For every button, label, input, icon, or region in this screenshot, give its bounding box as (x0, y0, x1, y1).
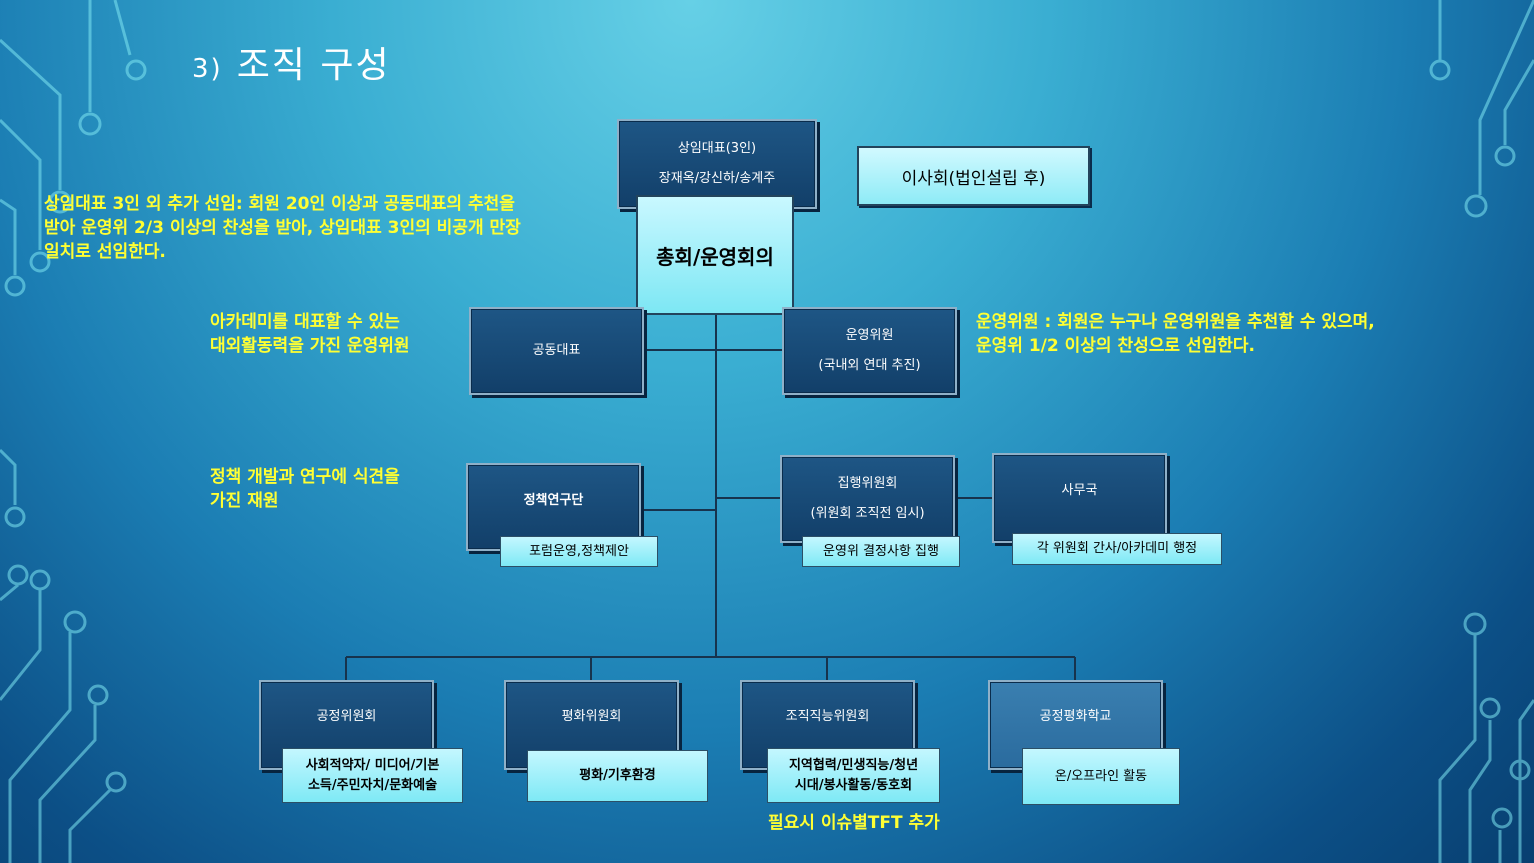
org-title: 조직직능위원회 (785, 709, 870, 724)
standing-rep-names: 장재옥/강신하/송계주 (658, 171, 776, 186)
co-rep-election-note: 상임대표 3인 외 추가 선임: 회원 20인 이상과 공동대표의 추천을 받아… (44, 194, 521, 262)
secretariat-node: 사무국 (992, 453, 1167, 543)
justice-title: 공정위원회 (316, 709, 377, 724)
general-meeting-node: 총회/운영회의 (636, 195, 794, 315)
standing-rep-node: 상임대표(3인) 장재옥/강신하/송계주 (617, 119, 817, 209)
policy-description-note: 정책 개발과 연구에 식견을 가진 재원 (210, 467, 400, 511)
co-rep-description-note: 아카데미를 대표할 수 있는 대외활동력을 가진 운영위원 (210, 312, 410, 356)
steering-election-note: 운영위원 : 회원은 누구나 운영위원을 추천할 수 있으며, 운영위 1/2 … (976, 312, 1375, 356)
school-title: 공정평화학교 (1039, 709, 1112, 724)
executive-node: 집행위원회 (위원회 조직전 임시) (780, 455, 955, 543)
steering-subtitle: (국내외 연대 추진) (818, 358, 921, 373)
tft-note: 필요시 이슈별TFT 추가 (768, 813, 940, 833)
policy-sub: 포럼운영,정책제안 (500, 536, 658, 567)
page-title: 3) 조직 구성 (192, 36, 391, 88)
secretariat-sub: 각 위원회 간사/아카데미 행정 (1012, 533, 1222, 565)
policy-title: 정책연구단 (523, 493, 584, 508)
school-sub: 온/오프라인 활동 (1022, 748, 1180, 805)
co-rep-node: 공동대표 (469, 307, 644, 395)
board-node: 이사회(법인설립 후) (857, 146, 1090, 206)
peace-title: 평화위원회 (561, 709, 622, 724)
executive-title: 집행위원회 (837, 476, 898, 491)
co-rep-title: 공동대표 (532, 343, 581, 358)
standing-rep-title: 상임대표(3인) (677, 141, 757, 156)
steering-title: 운영위원 (845, 328, 894, 343)
steering-node: 운영위원 (국내외 연대 추진) (782, 307, 957, 395)
org-sub: 지역협력/민생직능/청년 시대/봉사활동/동호회 (767, 748, 940, 803)
executive-sub: 운영위 결정사항 집행 (802, 536, 960, 567)
executive-subtitle: (위원회 조직전 임시) (810, 506, 925, 521)
justice-sub: 사회적약자/ 미디어/기본 소득/주민자치/문화예술 (282, 748, 463, 803)
slide-number: 3) (192, 54, 223, 84)
slide-title: 조직 구성 (236, 45, 391, 86)
peace-sub: 평화/기후환경 (527, 750, 708, 802)
secretariat-title: 사무국 (1061, 483, 1098, 498)
